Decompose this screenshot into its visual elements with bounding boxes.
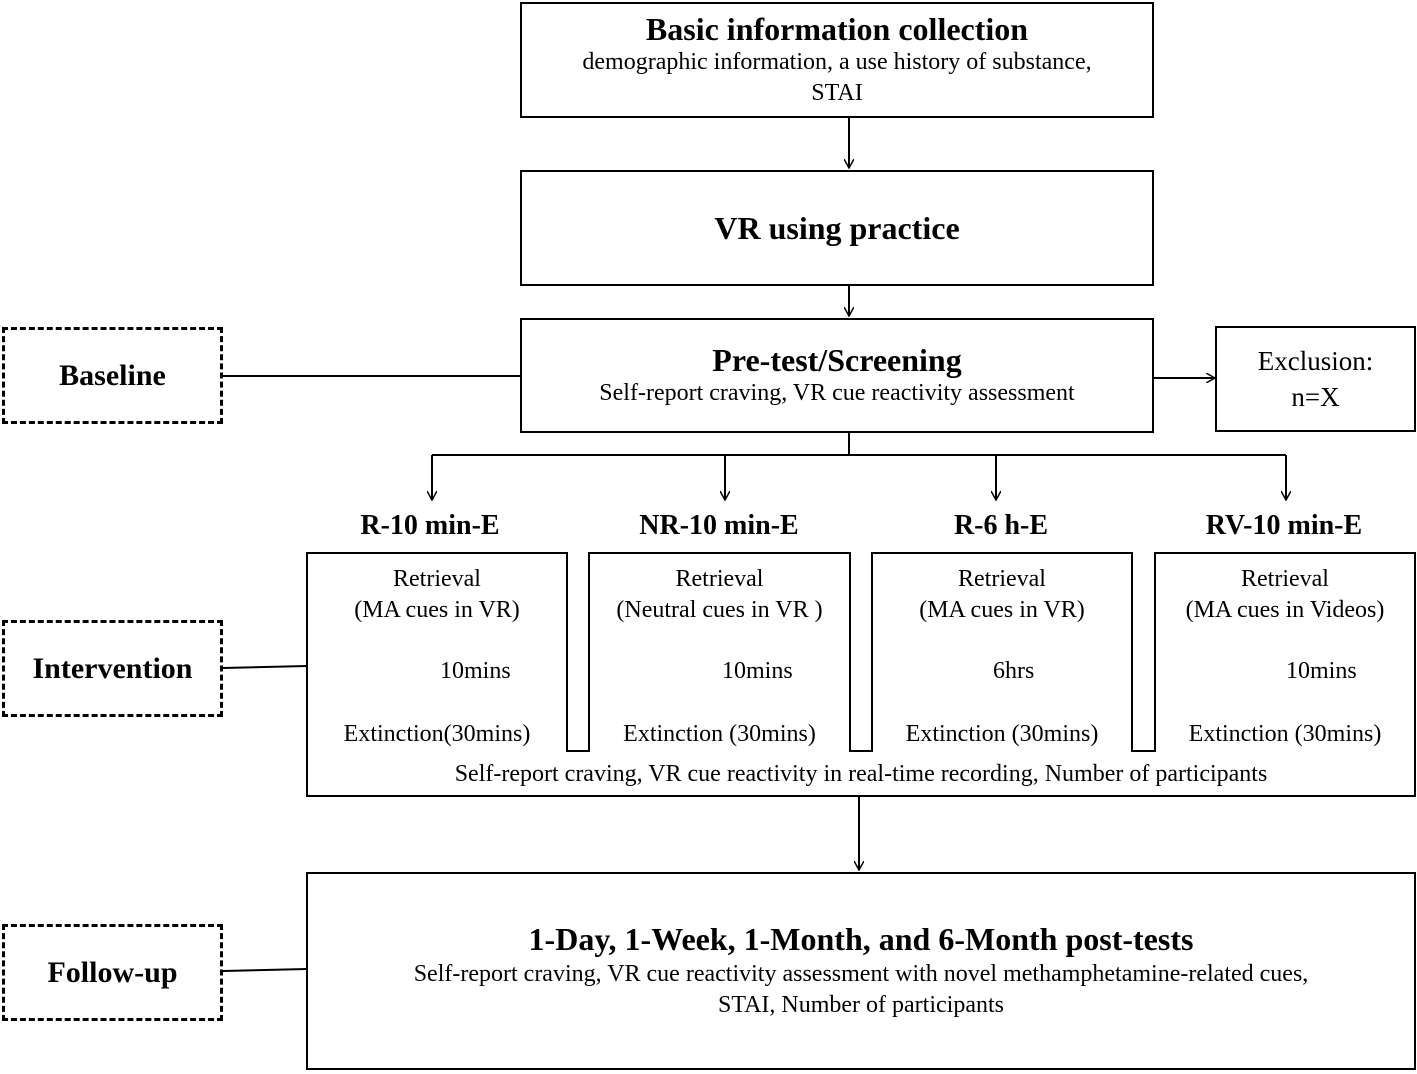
- basic-info-line2: STAI: [811, 80, 863, 106]
- exclusion-line2: n=X: [1291, 382, 1340, 412]
- baseline-label: Baseline: [59, 358, 166, 392]
- arm-interval-3: 6hrs: [993, 658, 1035, 684]
- followup-box: 1-Day, 1-Week, 1-Month, and 6-Month post…: [306, 872, 1416, 1070]
- arm-retrieval-2: Retrieval: [675, 566, 764, 592]
- arm-extinction-1: Extinction(30mins): [343, 721, 531, 747]
- basic-info-line1: demographic information, a use history o…: [582, 49, 1092, 75]
- group-title-1: R-10 min-E: [360, 510, 500, 541]
- followup-line1: Self-report craving, VR cue reactivity a…: [413, 961, 1309, 987]
- pretest-subtitle: Self-report craving, VR cue reactivity a…: [599, 380, 1075, 406]
- arm-cue-2: (Neutral cues in VR ): [616, 597, 823, 623]
- arm-extinction-3: Extinction (30mins): [905, 721, 1099, 747]
- arm-retrieval-1: Retrieval: [393, 566, 481, 592]
- basic-info-title: Basic information collection: [645, 11, 1029, 47]
- arm-box-1: Retrieval (MA cues in VR) 10mins Extinct…: [306, 552, 568, 752]
- arm-box-4: Retrieval (MA cues in Videos) 10mins Ext…: [1154, 552, 1416, 752]
- pretest-title: Pre-test/Screening: [712, 342, 962, 378]
- vr-practice-title: VR using practice: [714, 210, 960, 246]
- intervention-footer-text: Self-report craving, VR cue reactivity i…: [454, 761, 1268, 787]
- arm-cue-3: (MA cues in VR): [919, 597, 1085, 623]
- vr-practice-box: VR using practice: [520, 170, 1154, 286]
- arm-retrieval-3: Retrieval: [958, 566, 1046, 592]
- followup-line2: STAI, Number of participants: [717, 992, 1004, 1018]
- pretest-box: Pre-test/Screening Self-report craving, …: [520, 318, 1154, 433]
- exclusion-line1: Exclusion:: [1257, 346, 1374, 376]
- followup-connector: [222, 968, 308, 972]
- followup-title: 1-Day, 1-Week, 1-Month, and 6-Month post…: [528, 921, 1194, 957]
- group-title-4: RV-10 min-E: [1205, 510, 1363, 541]
- arm-extinction-4: Extinction (30mins): [1188, 721, 1382, 747]
- arm-box-3: Retrieval (MA cues in VR) 6hrs Extinctio…: [871, 552, 1133, 752]
- arm-interval-2: 10mins: [722, 658, 793, 684]
- arm-cue-1: (MA cues in VR): [354, 597, 520, 623]
- arm-retrieval-4: Retrieval: [1241, 566, 1329, 592]
- arm-cue-4: (MA cues in Videos): [1185, 597, 1385, 623]
- arm-interval-1: 10mins: [440, 658, 511, 684]
- arm-interval-4: 10mins: [1286, 658, 1357, 684]
- followup-label-box: Follow-up: [2, 924, 223, 1021]
- intervention-label-box: Intervention: [2, 620, 223, 717]
- intervention-connector: [222, 665, 308, 669]
- followup-label: Follow-up: [47, 955, 178, 989]
- exclusion-box: Exclusion: n=X: [1215, 326, 1416, 432]
- baseline-label-box: Baseline: [2, 327, 223, 424]
- arm-extinction-2: Extinction (30mins): [623, 721, 816, 747]
- basic-info-box: Basic information collection demographic…: [520, 2, 1154, 118]
- arm-box-2: Retrieval (Neutral cues in VR ) 10mins E…: [588, 552, 851, 752]
- group-title-3: R-6 h-E: [953, 510, 1049, 541]
- group-title-2: NR-10 min-E: [639, 510, 799, 541]
- intervention-label: Intervention: [32, 651, 193, 685]
- intervention-footer-box: Self-report craving, VR cue reactivity i…: [306, 750, 1416, 797]
